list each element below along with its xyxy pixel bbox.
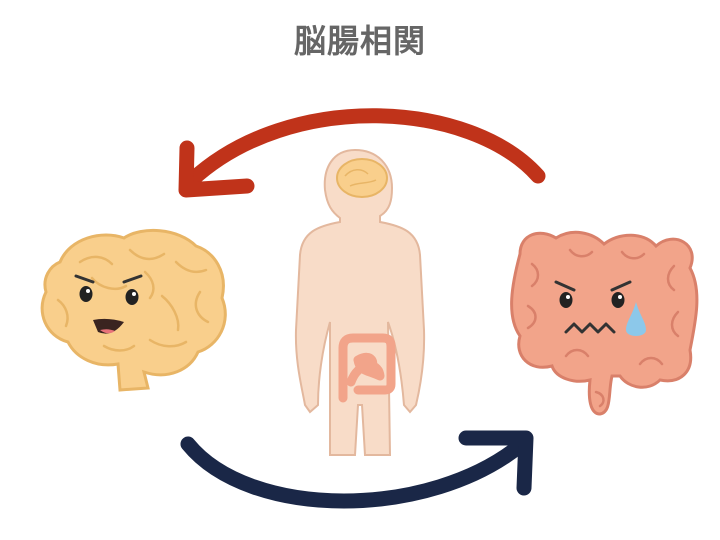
diagram-title: 脳腸相関	[293, 22, 426, 60]
tear-drop-icon	[626, 302, 646, 336]
arrow-gut-to-brain	[178, 108, 546, 198]
intestine-character	[510, 230, 699, 416]
arrow-brain-to-gut	[180, 430, 534, 509]
human-body-figure	[294, 148, 426, 456]
brain-character	[40, 228, 227, 392]
